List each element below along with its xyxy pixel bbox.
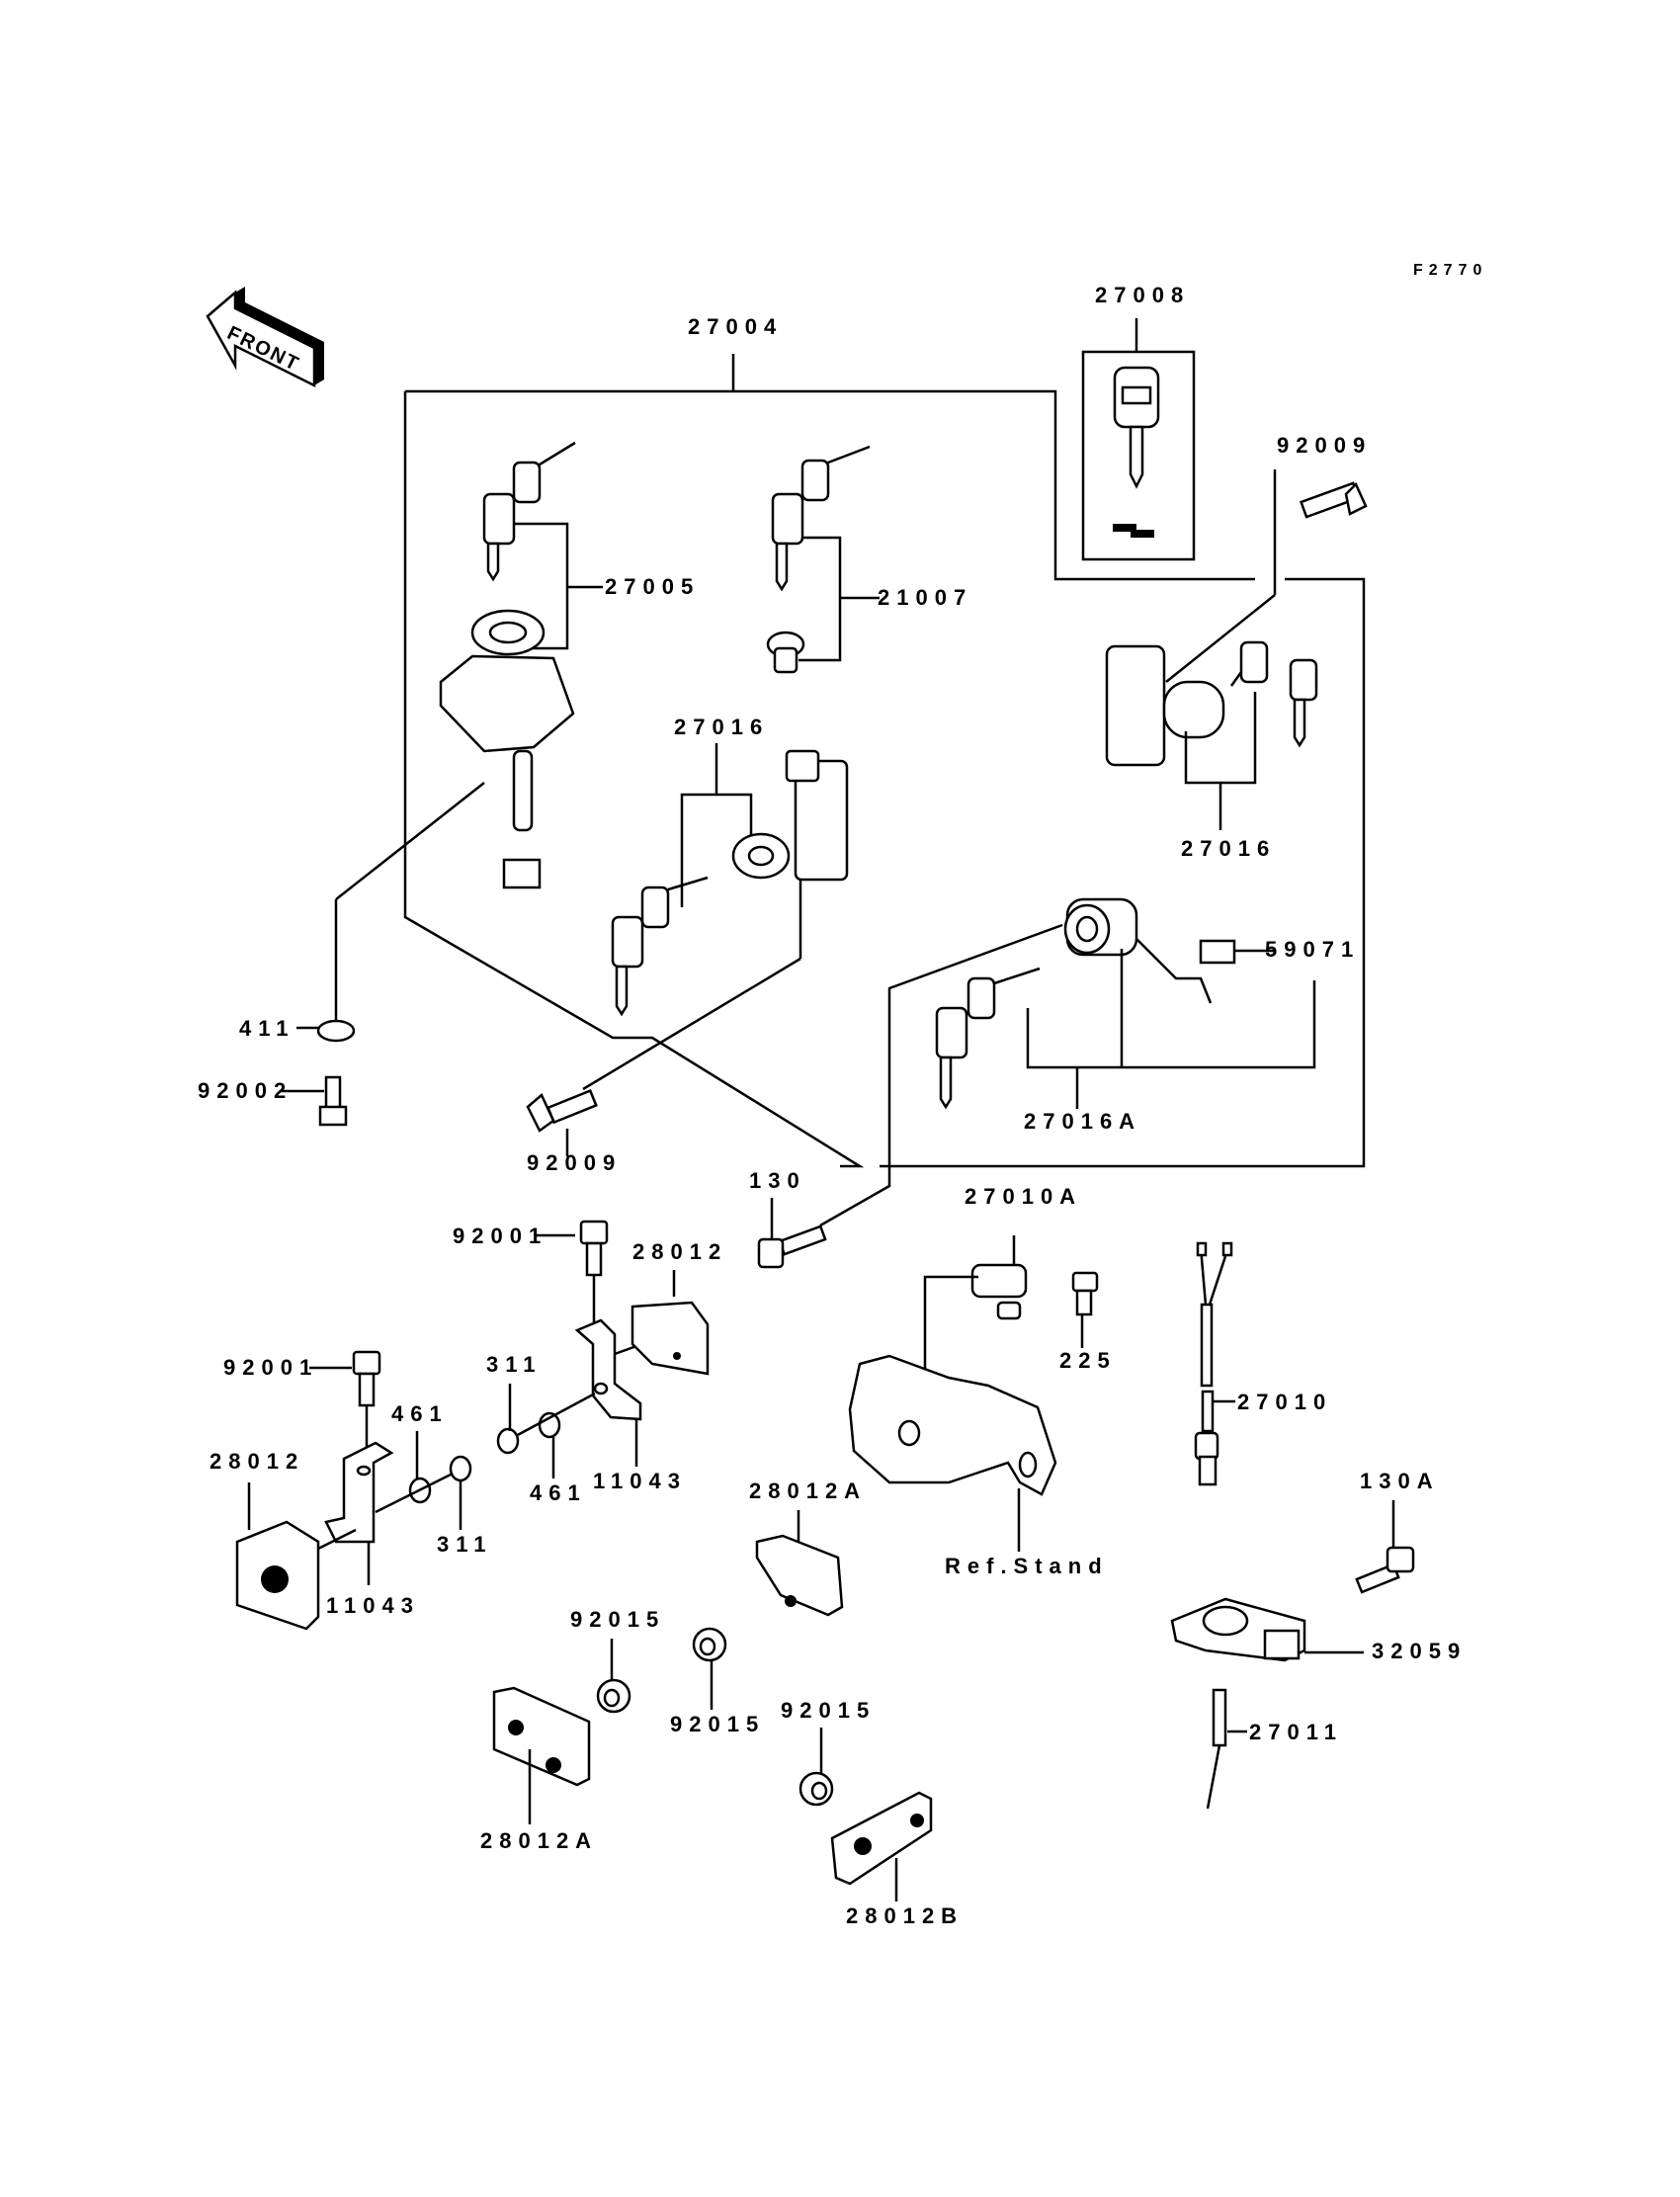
label-461-middle: 461 xyxy=(530,1480,587,1505)
front-arrow-icon xyxy=(206,287,324,388)
label-92002: 92002 xyxy=(198,1078,294,1103)
label-92009-top: 92009 xyxy=(1277,433,1373,458)
label-28012A-top: 28012A xyxy=(749,1479,868,1503)
label-27005: 27005 xyxy=(605,574,701,599)
stand-switch-27010A xyxy=(923,1235,1028,1443)
label-27016-left: 27016 xyxy=(674,715,770,739)
label-27004: 27004 xyxy=(688,314,784,339)
set-27004-frame xyxy=(403,354,1366,1168)
label-92015-left: 92015 xyxy=(570,1607,666,1632)
label-11043-left: 11043 xyxy=(326,1593,420,1618)
side-stand-reference xyxy=(848,1354,1057,1552)
bolt-92002 xyxy=(282,1075,348,1127)
label-311-left: 311 xyxy=(437,1532,493,1557)
label-28012-left: 28012 xyxy=(210,1449,305,1474)
label-411: 411 xyxy=(239,1016,295,1041)
bolt-92001-middle xyxy=(534,1220,609,1324)
washer-461-middle xyxy=(513,1392,596,1479)
screw-92009-top xyxy=(1165,469,1368,683)
reflector-28012A-bottom xyxy=(492,1686,591,1824)
label-461-left: 461 xyxy=(391,1401,449,1426)
key-tag-27008 xyxy=(1081,318,1196,561)
label-311-middle: 311 xyxy=(486,1352,543,1377)
nut-92015-right xyxy=(798,1728,834,1807)
label-92001-left: 92001 xyxy=(223,1355,319,1380)
label-11043-middle: 11043 xyxy=(593,1469,687,1493)
label-27011: 27011 xyxy=(1249,1720,1343,1744)
label-32059: 32059 xyxy=(1372,1639,1468,1663)
reflector-28012B xyxy=(830,1791,933,1901)
bolt-130A xyxy=(1355,1500,1415,1594)
ignition-switch-27005 xyxy=(334,441,603,1028)
label-28012B: 28012B xyxy=(846,1903,965,1928)
label-21007: 21007 xyxy=(878,585,973,610)
label-27008: 27008 xyxy=(1095,283,1191,307)
nut-311-left xyxy=(449,1455,472,1530)
label-130: 130 xyxy=(749,1168,806,1193)
label-27016A: 27016A xyxy=(1024,1109,1142,1134)
washer-411 xyxy=(296,1019,356,1043)
label-27010: 27010 xyxy=(1237,1390,1333,1414)
label-59071: 59071 xyxy=(1265,937,1361,962)
label-225: 225 xyxy=(1059,1348,1117,1373)
lock-27016-left xyxy=(582,743,849,1091)
washer-461-left xyxy=(375,1431,456,1514)
label-92015-middle: 92015 xyxy=(670,1712,766,1736)
label-130A: 130A xyxy=(1360,1469,1440,1493)
key-cylinder-21007 xyxy=(766,445,880,674)
bolt-92001-left xyxy=(309,1350,381,1453)
label-27010A: 27010A xyxy=(965,1184,1083,1209)
bolt-130 xyxy=(757,1198,827,1269)
screw-92009-bottom xyxy=(526,1088,598,1156)
switch-cable-27010 xyxy=(1194,1241,1235,1486)
label-92009-bottom: 92009 xyxy=(527,1150,623,1175)
label-28012-middle: 28012 xyxy=(632,1239,728,1264)
label-28012A-bottom: 28012A xyxy=(480,1828,599,1853)
lock-27016A xyxy=(819,897,1316,1227)
nut-311-middle xyxy=(496,1384,520,1455)
bolt-225 xyxy=(1071,1271,1099,1348)
reflector-28012-left xyxy=(235,1482,320,1631)
reflector-28012A-top xyxy=(755,1510,844,1617)
label-92001-middle: 92001 xyxy=(453,1224,548,1248)
nut-92015-middle xyxy=(692,1627,727,1710)
figure-code: F2770 xyxy=(1413,262,1488,279)
spring-27011 xyxy=(1206,1688,1247,1810)
reflector-28012-middle xyxy=(630,1270,710,1376)
nut-92015-left xyxy=(596,1639,631,1714)
lock-27016-right xyxy=(1105,640,1318,830)
clamp-32059 xyxy=(1170,1597,1364,1662)
label-27016-right: 27016 xyxy=(1181,836,1277,861)
label-ref-stand: Ref.Stand xyxy=(945,1554,1109,1578)
label-92015-right: 92015 xyxy=(781,1698,877,1723)
